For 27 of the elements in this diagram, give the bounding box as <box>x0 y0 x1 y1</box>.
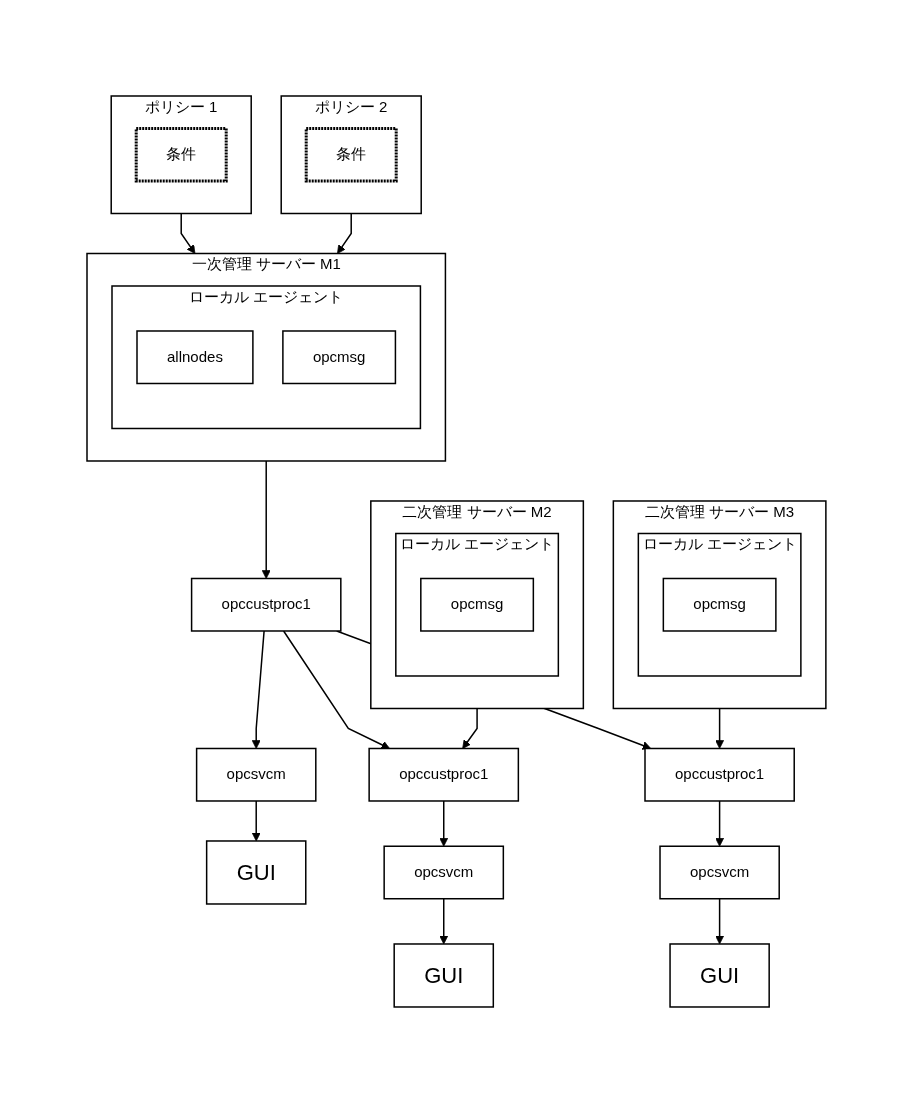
node-box: 条件 <box>304 127 398 183</box>
arrow <box>715 800 725 847</box>
node-box: opcsvcm <box>195 747 317 802</box>
arrow <box>715 898 725 945</box>
node-box: opcmsg <box>420 577 535 632</box>
node-box: opccustproc1 <box>190 577 342 632</box>
arrow <box>180 212 196 254</box>
arrow <box>462 707 478 749</box>
node-box: opcmsg <box>662 577 777 632</box>
arrow <box>439 800 449 847</box>
node-box: opccustproc1 <box>368 747 520 802</box>
arrow <box>261 460 271 579</box>
node-box: opcsvcm <box>659 845 780 900</box>
node-box: 条件 <box>134 127 228 183</box>
node-box: GUI <box>669 943 770 1008</box>
node-box: GUI <box>205 840 307 905</box>
node-box: GUI <box>393 943 495 1008</box>
arrow <box>439 898 449 945</box>
node-box: opcsvcm <box>383 845 505 900</box>
node-box: allnodes <box>136 330 254 385</box>
arrow <box>337 212 352 254</box>
arrow <box>251 800 261 842</box>
arrow <box>715 707 725 749</box>
node-box: opcmsg <box>282 330 397 385</box>
arrow <box>251 630 265 749</box>
arrow <box>282 630 391 749</box>
node-box: opccustproc1 <box>644 747 796 802</box>
